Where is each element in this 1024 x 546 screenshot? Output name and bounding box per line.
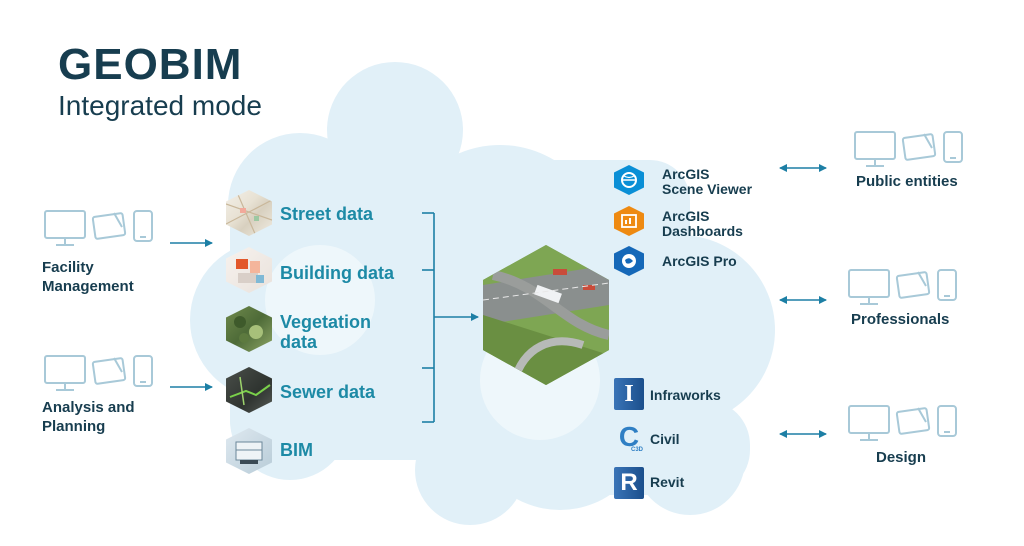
page-title: GEOBIM [58,40,243,89]
user-group-public-entities [852,126,968,175]
data-label-street: Street data [280,204,374,224]
street-map-thumbnail [226,190,272,236]
user-label-public-entities: Public entities [856,173,958,190]
dashboards-icon [614,206,644,236]
scene-viewer-icon [614,165,644,195]
highway-interchange-photo [483,245,609,385]
data-label-sewer: Sewer data [280,382,376,402]
user-group-design [846,400,962,449]
page-subtitle: Integrated mode [58,90,262,121]
devices-icon [854,131,963,167]
user-label-design: Design [876,449,927,466]
devices-icon [848,405,957,441]
app-label-revit: Revit [650,474,685,490]
app-label-infraworks: Infraworks [650,387,721,403]
user-label-professionals: Professionals [851,311,950,328]
app-label-scene-viewer: ArcGIS Scene Viewer [662,166,753,197]
data-label-building: Building data [280,263,394,283]
user-group-facility-management [42,205,158,254]
app-label-civil: Civil [650,431,680,447]
arcgis-pro-icon [614,246,644,276]
user-label-analysis-planning: Analysis and Planning [42,399,135,435]
app-label-dashboards: ArcGIS Dashboards [662,208,743,239]
user-group-professionals [846,264,962,313]
devices-icon [44,210,153,246]
devices-icon [848,269,957,305]
data-label-bim: BIM [280,440,313,460]
revit-icon: R [614,467,644,499]
user-group-analysis-planning [42,350,158,399]
devices-icon [44,355,153,391]
data-label-vegetation: Vegetation data [280,312,372,352]
user-label-facility-management: Facility Management [42,259,134,295]
app-label-arcgis-pro: ArcGIS Pro [662,253,737,269]
infraworks-icon: I [614,378,644,410]
civil-3d-icon: C C3D [618,421,644,454]
